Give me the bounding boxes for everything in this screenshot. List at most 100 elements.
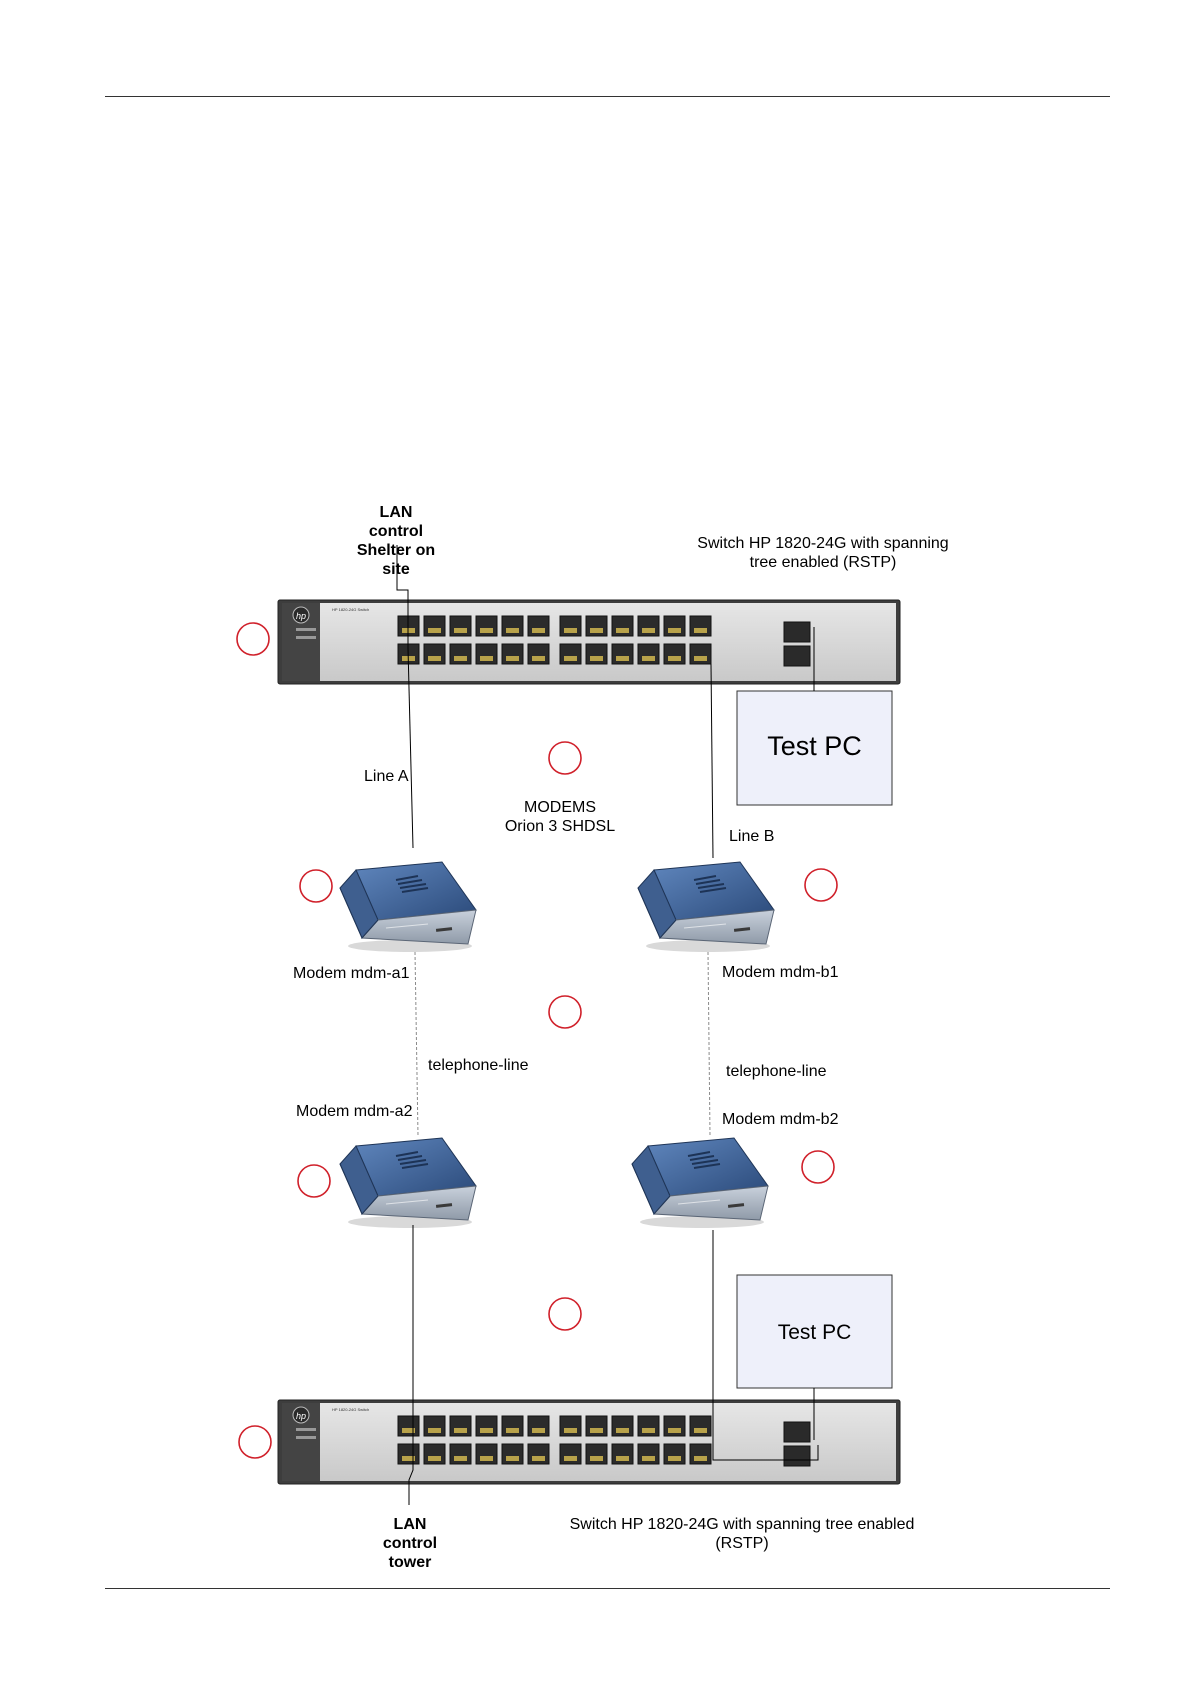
- cable-lan-top: [396, 545, 409, 648]
- cable-modem-b2-switch: [712, 1230, 819, 1461]
- port-contacts: [694, 656, 707, 661]
- modems-label-line2: Orion 3 SHDSL: [504, 818, 616, 835]
- port-contacts: [480, 1428, 493, 1433]
- port-contacts: [668, 1456, 681, 1461]
- marker-modem-a1: [299, 869, 333, 903]
- port-contacts: [506, 1456, 519, 1461]
- telephone-line-left: [414, 951, 419, 1137]
- port-contacts: [590, 1428, 603, 1433]
- switch-top-label: Switch HP 1820-24G with spanning tree en…: [680, 534, 966, 572]
- port-contacts: [590, 1456, 603, 1461]
- modem-b1-label: Modem mdm-b1: [722, 964, 839, 981]
- line-b-label: Line B: [729, 828, 775, 845]
- hp-logo-icon: [292, 1406, 310, 1424]
- modems-label-line1: MODEMS: [524, 799, 596, 816]
- modem-a1-label: Modem mdm-a1: [293, 965, 410, 982]
- port-contacts: [532, 628, 545, 633]
- modem-b2-label: Modem mdm-b2: [722, 1111, 839, 1128]
- port-contacts: [590, 628, 603, 633]
- switch-top-model: HP 1820-24G Switch: [332, 607, 370, 612]
- port-contacts: [616, 628, 629, 633]
- port-contacts: [532, 1456, 545, 1461]
- lan-bottom-line1: LAN: [393, 1516, 427, 1533]
- marker-modem-b2: [801, 1150, 835, 1184]
- lan-top-line4: site: [382, 561, 410, 578]
- port-contacts: [454, 656, 467, 661]
- switch-bottom-label: Switch HP 1820-24G with spanning tree en…: [560, 1515, 924, 1553]
- lan-bottom-line3: tower: [388, 1554, 432, 1571]
- port-contacts: [590, 656, 603, 661]
- cable-line-b: [710, 663, 714, 859]
- port-contacts: [454, 1428, 467, 1433]
- port-contacts: [642, 628, 655, 633]
- switch-top: hp: [277, 599, 901, 685]
- port-contacts: [454, 628, 467, 633]
- lan-top-line3: Shelter on: [356, 542, 436, 559]
- port-contacts: [428, 1456, 441, 1461]
- modem-a1: [339, 861, 477, 953]
- svg-text:hp: hp: [296, 611, 306, 621]
- port-contacts: [616, 1428, 629, 1433]
- lan-top-line2: control: [368, 523, 424, 540]
- cable-modem-a2-switch: [408, 1225, 414, 1505]
- telephone-line-left-label: telephone-line: [428, 1057, 529, 1074]
- port-contacts: [532, 656, 545, 661]
- marker-modem-a2: [297, 1164, 331, 1198]
- marker-switch-bottom-link: [548, 1297, 582, 1331]
- port-contacts: [564, 628, 577, 633]
- port-contacts: [668, 628, 681, 633]
- port-contacts: [616, 1456, 629, 1461]
- port-contacts: [564, 1428, 577, 1433]
- port-contacts: [454, 1456, 467, 1461]
- modem-a2-label: Modem mdm-a2: [296, 1103, 413, 1120]
- port-contacts: [642, 656, 655, 661]
- port-contacts: [668, 1428, 681, 1433]
- modem-a2: [339, 1137, 477, 1229]
- marker-telephone: [548, 995, 582, 1029]
- modem-b2: [631, 1137, 769, 1229]
- port-contacts: [428, 628, 441, 633]
- line-a-label: Line A: [364, 768, 409, 785]
- port-contacts: [642, 1456, 655, 1461]
- port-contacts: [428, 656, 441, 661]
- port-contacts: [428, 1428, 441, 1433]
- port-contacts: [694, 628, 707, 633]
- hp-logo-icon: [292, 606, 310, 624]
- lan-bottom-line2: control: [382, 1535, 438, 1552]
- lan-control-bottom-label: LAN control tower: [360, 1515, 460, 1572]
- port-contacts: [480, 628, 493, 633]
- test-pc-bottom-box: [736, 1274, 893, 1389]
- test-pc-top-box: [736, 690, 893, 806]
- switch-bottom-label-line1: Switch HP 1820-24G with spanning tree en…: [569, 1516, 915, 1533]
- port-contacts: [402, 1456, 415, 1461]
- port-contacts: [642, 1428, 655, 1433]
- port-contacts: [694, 1456, 707, 1461]
- port-contacts: [506, 628, 519, 633]
- port-contacts: [564, 656, 577, 661]
- marker-switch-bottom: [238, 1425, 272, 1459]
- port-contacts: [532, 1428, 545, 1433]
- header-rule: [105, 96, 1110, 97]
- footer-rule: [105, 1588, 1110, 1589]
- port-contacts: [506, 1428, 519, 1433]
- port-contacts: [506, 656, 519, 661]
- lan-top-line1: LAN: [379, 504, 413, 521]
- switch-bottom-label-line2: (RSTP): [715, 1535, 769, 1552]
- port-contacts: [564, 1456, 577, 1461]
- port-contacts: [402, 1428, 415, 1433]
- svg-text:hp: hp: [296, 1411, 306, 1421]
- port-contacts: [616, 656, 629, 661]
- modems-label: MODEMS Orion 3 SHDSL: [490, 798, 630, 836]
- cable-line-a: [407, 647, 414, 849]
- switch-top-label-line1: Switch HP 1820-24G with spanning: [697, 535, 949, 552]
- port-contacts: [480, 1456, 493, 1461]
- telephone-line-right-label: telephone-line: [726, 1063, 827, 1080]
- test-pc-top-label: Test PC: [767, 731, 862, 761]
- port-contacts: [480, 656, 493, 661]
- switch-bottom: hp: [277, 1399, 901, 1485]
- port-contacts: [668, 656, 681, 661]
- telephone-line-right: [707, 951, 711, 1137]
- modem-b1: [637, 861, 775, 953]
- marker-switch-top: [236, 622, 270, 656]
